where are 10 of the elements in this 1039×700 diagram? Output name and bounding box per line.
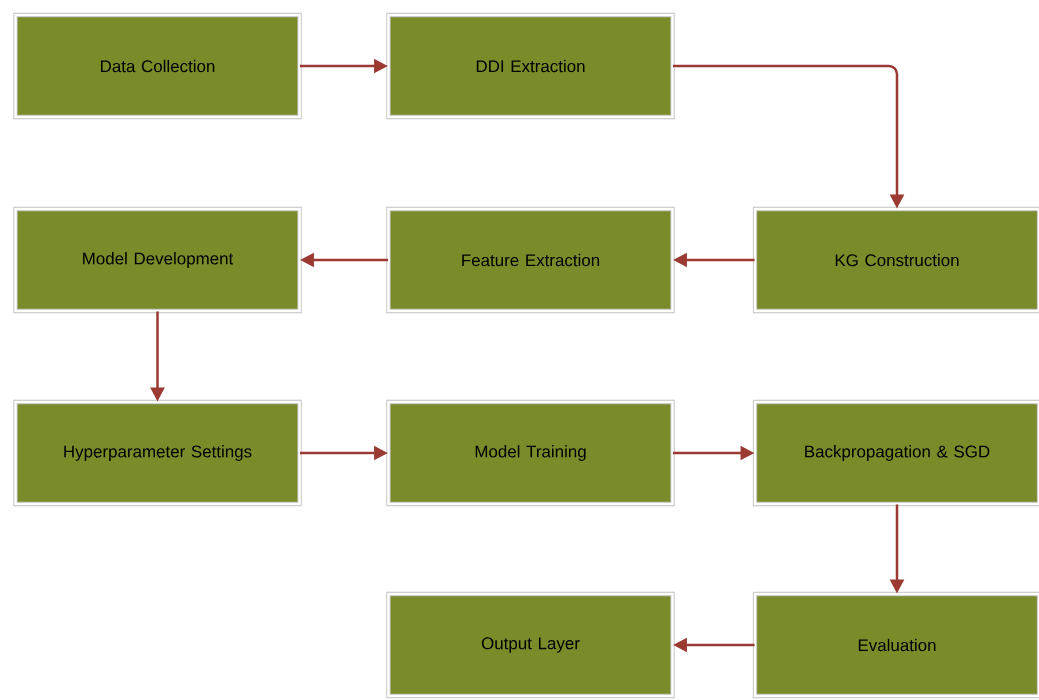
process-box: Backpropagation & SGD: [752, 399, 1039, 507]
process-box: KG Construction: [752, 206, 1039, 314]
process-box: Output Layer: [386, 591, 675, 699]
process-box: Feature Extraction: [386, 206, 675, 314]
process-box: Model Training: [386, 399, 675, 507]
process-box: Hyperparameter Settings: [13, 399, 302, 507]
process-box: Evaluation: [752, 591, 1039, 699]
process-box: Data Collection: [13, 12, 302, 120]
process-box: Model Development: [13, 206, 302, 314]
process-box: DDI Extraction: [386, 12, 675, 120]
